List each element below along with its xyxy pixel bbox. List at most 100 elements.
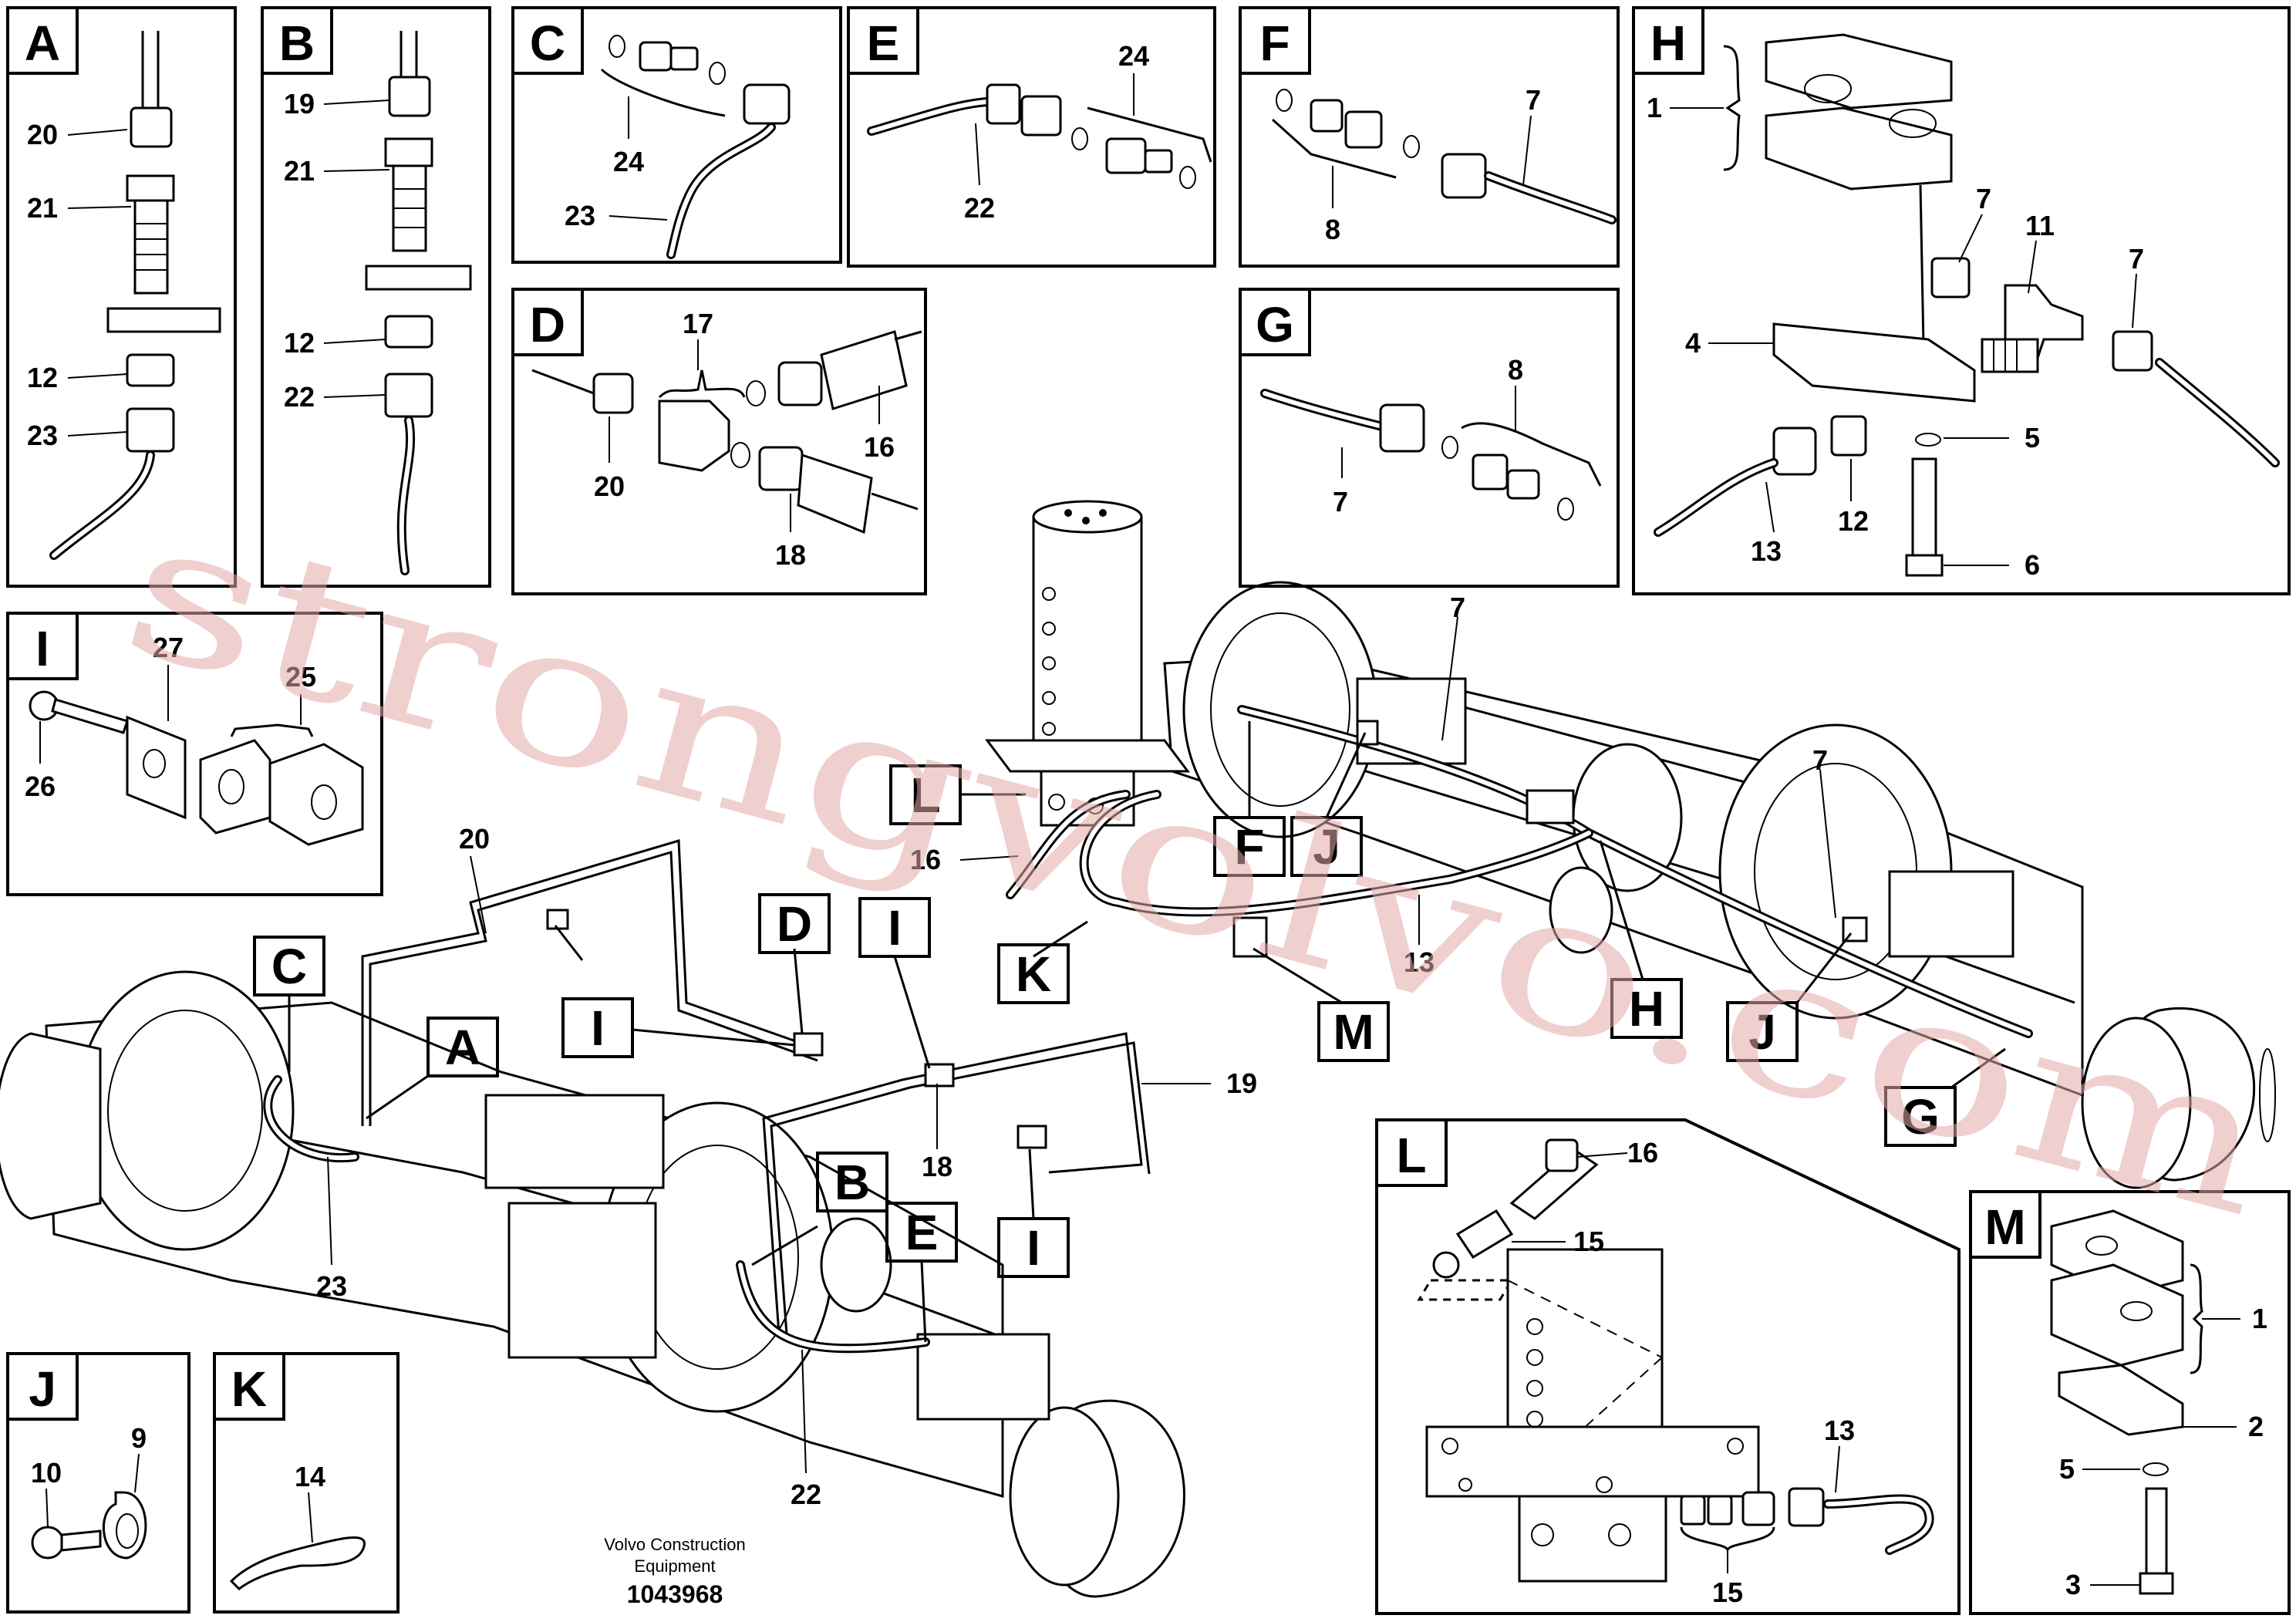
panel-letter: C	[530, 15, 565, 71]
panel-letter: L	[1396, 1128, 1426, 1183]
part-number: 14	[295, 1461, 325, 1492]
part-number: 19	[1226, 1067, 1257, 1099]
part-number: 6	[2025, 549, 2040, 581]
brake-lines	[263, 705, 2033, 1354]
part-number: 7	[1976, 183, 1991, 214]
callout-label: I	[888, 900, 902, 956]
part-number: 20	[459, 823, 490, 855]
part-number: 12	[284, 327, 315, 359]
part-number: 24	[613, 146, 644, 177]
part-number: 24	[1118, 40, 1149, 72]
callout-label: I	[591, 1000, 605, 1056]
part-number: 21	[284, 155, 315, 187]
part-number: 17	[683, 308, 713, 339]
part-number: 23	[316, 1270, 347, 1302]
part-number: 1	[1647, 92, 1662, 123]
part-number: 19	[284, 88, 315, 120]
callout-label: K	[1016, 946, 1051, 1002]
panel-letter: J	[29, 1361, 56, 1417]
detail-panel-i: I 27 25 26	[6, 612, 383, 896]
part-number: 9	[131, 1422, 147, 1454]
part-number: 16	[910, 844, 941, 875]
document-number: 1043968	[627, 1580, 723, 1608]
part-number: 25	[285, 661, 316, 693]
callout-label: C	[271, 939, 307, 994]
front-axle	[0, 970, 1185, 1598]
detail-panel-b: B 19 21 12 22	[261, 6, 491, 588]
detail-panel-e: E 24 22	[847, 6, 1216, 268]
part-number: 12	[1838, 505, 1869, 537]
part-number: 16	[1627, 1137, 1658, 1168]
part-number: 23	[27, 420, 58, 451]
part-number: 2	[2248, 1411, 2264, 1442]
detail-panel-l: L 16 15 13 15	[1375, 1118, 1961, 1615]
panel-letter: D	[530, 297, 565, 352]
caption-line-2: Equipment	[634, 1556, 715, 1576]
part-number: 5	[2059, 1453, 2075, 1485]
part-number: 15	[1573, 1226, 1604, 1257]
part-number: 7	[1812, 744, 1828, 776]
part-number: 20	[594, 470, 625, 502]
panel-letter: G	[1256, 297, 1294, 352]
part-number: 18	[922, 1151, 952, 1182]
callout-label: F	[1234, 819, 1264, 875]
callout-label: E	[905, 1205, 939, 1260]
callout-label: D	[777, 896, 812, 952]
callout-label: I	[1027, 1220, 1040, 1276]
part-number: 21	[27, 192, 58, 224]
callout-label: A	[445, 1020, 480, 1075]
part-number: 18	[775, 539, 806, 571]
caption-line-1: Volvo Construction	[604, 1535, 745, 1554]
panel-letter: M	[1984, 1199, 2025, 1255]
part-number: 7	[2129, 243, 2144, 275]
panel-letter: F	[1259, 15, 1290, 71]
part-number: 22	[791, 1479, 821, 1510]
part-number: 10	[31, 1457, 62, 1489]
detail-panel-c: C 24 23	[511, 6, 842, 264]
main-assembly: L F J C D I K	[0, 500, 2276, 1598]
panel-letter: H	[1650, 15, 1686, 71]
part-number: 22	[284, 381, 315, 413]
part-number: 7	[1450, 592, 1465, 623]
part-number: 12	[27, 362, 58, 393]
part-number: 13	[1751, 535, 1782, 567]
detail-panel-g: G 8 7	[1239, 288, 1620, 588]
part-number: 13	[1404, 946, 1435, 978]
panel-letter: E	[867, 15, 900, 71]
panel-letter: K	[231, 1361, 267, 1417]
part-number: 3	[2065, 1569, 2081, 1600]
rear-axle	[1163, 581, 2276, 1189]
caption-block: Volvo Construction Equipment 1043968	[604, 1535, 745, 1608]
part-number: 27	[153, 632, 184, 663]
part-number: 8	[1325, 214, 1340, 245]
part-number: 13	[1824, 1415, 1855, 1446]
part-number: 22	[964, 192, 995, 224]
callout-label: M	[1333, 1004, 1374, 1060]
part-number: 5	[2025, 422, 2040, 454]
detail-panel-j: J 9 10	[6, 1352, 190, 1614]
swivel-unit	[985, 500, 1190, 827]
detail-panel-m: M 1 2 5 3	[1969, 1190, 2291, 1615]
detail-panel-d: D 17 20 16 18	[511, 288, 927, 595]
callout-label: J	[1748, 1004, 1776, 1060]
callout-label: H	[1629, 981, 1664, 1037]
part-number: 11	[2025, 210, 2055, 241]
panel-letter: I	[35, 621, 49, 676]
part-number: 7	[1526, 84, 1541, 116]
part-number: 8	[1508, 354, 1523, 386]
callout-label: L	[910, 767, 940, 823]
detail-panel-f: F 7 8	[1239, 6, 1620, 268]
callout-label: J	[1313, 819, 1340, 875]
part-number: 15	[1712, 1576, 1743, 1608]
callout-label: G	[1901, 1089, 1940, 1145]
part-number: 20	[27, 119, 58, 150]
callout-label: B	[834, 1155, 870, 1210]
part-number: 26	[25, 771, 56, 802]
panel-letter: A	[25, 15, 60, 71]
main-part-labels: 7 7 16 20 13 19 18 23 22	[316, 592, 1836, 1510]
detail-panel-h: H 1 7 11 7 4 5 13 12	[1632, 6, 2291, 595]
part-number: 4	[1685, 327, 1701, 359]
part-number: 23	[565, 200, 595, 231]
main-callouts: L F J C D I K	[253, 721, 2006, 1343]
